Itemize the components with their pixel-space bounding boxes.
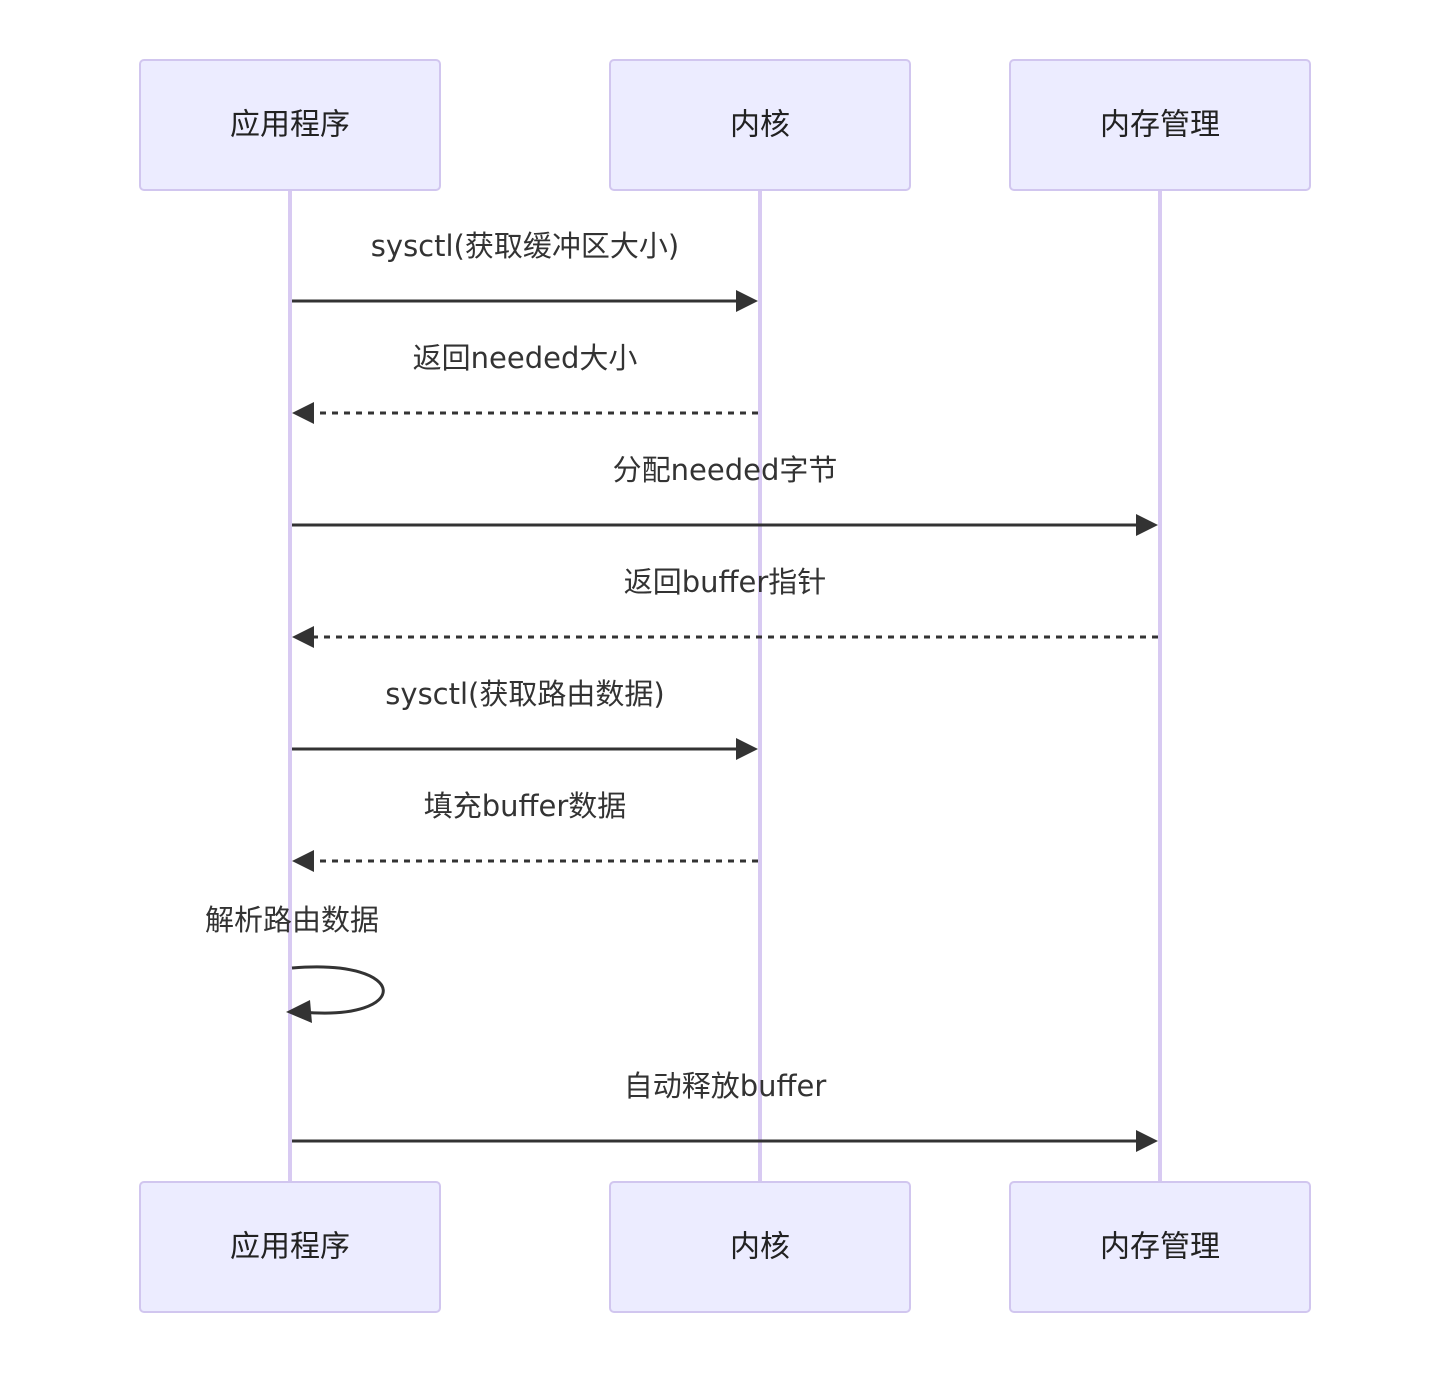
arrowhead: [292, 402, 314, 424]
message-label: 自动释放buffer: [624, 1069, 827, 1103]
message-2: 返回needed大小: [292, 341, 758, 424]
actor-label: 应用程序: [230, 1230, 350, 1265]
message-4: 返回buffer指针: [292, 565, 1158, 648]
actor-label: 应用程序: [230, 108, 350, 143]
message-label: 返回buffer指针: [624, 565, 827, 599]
message-label: 填充buffer数据: [424, 789, 627, 823]
arrowhead: [736, 738, 758, 760]
arrowhead: [292, 626, 314, 648]
message-7: 解析路由数据: [205, 903, 385, 1023]
message-1: sysctl(获取缓冲区大小): [292, 229, 758, 312]
message-label: sysctl(获取路由数据): [385, 677, 664, 711]
actor-mem-top: 内存管理: [1009, 59, 1311, 191]
actor-box: [139, 59, 441, 191]
arrowhead: [736, 290, 758, 312]
self-message-loop: [291, 965, 385, 1015]
actor-label: 内核: [730, 108, 790, 143]
actor-kernel-bottom: 内核: [609, 1181, 911, 1313]
actor-box: [609, 1181, 911, 1313]
arrowhead: [286, 1000, 312, 1023]
actors-bottom: 应用程序 内核 内存管理: [139, 1181, 1311, 1313]
actor-app-bottom: 应用程序: [139, 1181, 441, 1313]
actors-top: 应用程序 内核 内存管理: [139, 59, 1311, 191]
actor-box: [139, 1181, 441, 1313]
arrowhead: [1136, 1130, 1158, 1152]
actor-app-top: 应用程序: [139, 59, 441, 191]
message-5: sysctl(获取路由数据): [292, 677, 758, 760]
message-label: sysctl(获取缓冲区大小): [371, 229, 679, 263]
message-8: 自动释放buffer: [292, 1069, 1158, 1152]
actor-box: [1009, 1181, 1311, 1313]
actor-label: 内核: [730, 1230, 790, 1265]
actor-label: 内存管理: [1100, 108, 1220, 143]
message-3: 分配needed字节: [292, 453, 1158, 536]
message-label: 分配needed字节: [613, 453, 838, 487]
messages: sysctl(获取缓冲区大小) 返回needed大小分配needed字节返回buf…: [205, 229, 1158, 1152]
arrowhead: [292, 850, 314, 872]
actor-box: [1009, 59, 1311, 191]
message-6: 填充buffer数据: [292, 789, 758, 872]
actor-label: 内存管理: [1100, 1230, 1220, 1265]
message-label: 解析路由数据: [205, 903, 379, 937]
arrowhead: [1136, 514, 1158, 536]
lifelines: [288, 190, 1162, 1182]
actor-kernel-top: 内核: [609, 59, 911, 191]
actor-mem-bottom: 内存管理: [1009, 1181, 1311, 1313]
actor-box: [609, 59, 911, 191]
message-label: 返回needed大小: [413, 341, 638, 375]
